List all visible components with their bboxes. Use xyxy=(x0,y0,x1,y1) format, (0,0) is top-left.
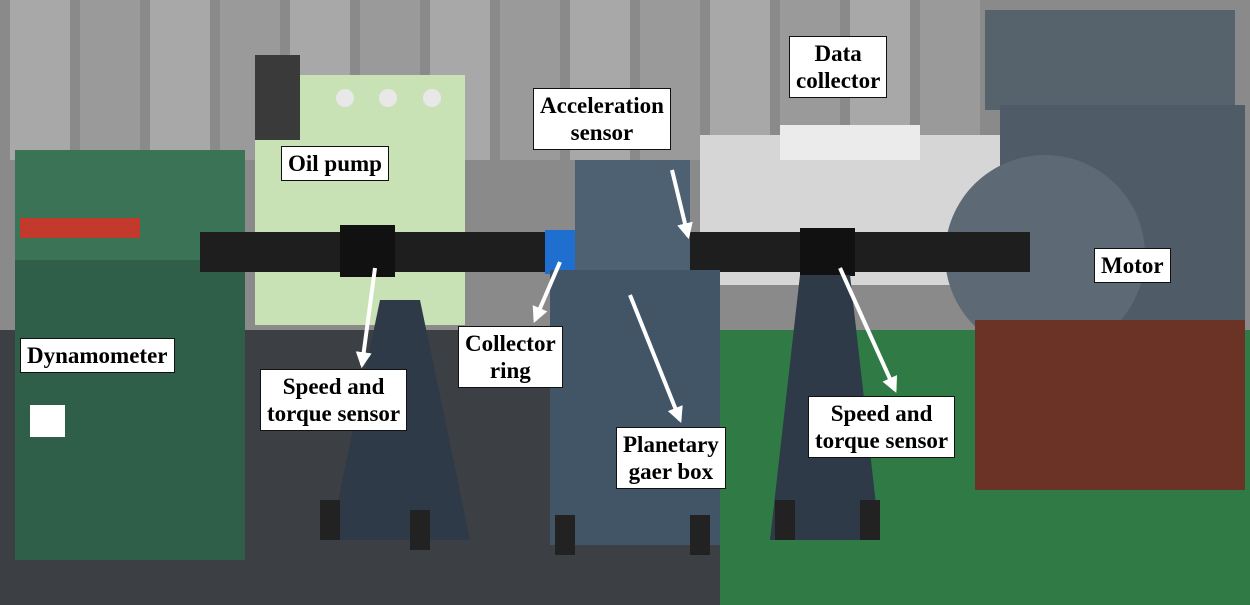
acceleration-sensor-label: Acceleration sensor xyxy=(533,88,671,150)
gearbox-housing xyxy=(575,160,690,280)
collector-ring-label: Collector ring xyxy=(458,326,563,388)
motor-base xyxy=(975,320,1245,490)
white-marker xyxy=(30,405,65,437)
motor-label: Motor xyxy=(1094,248,1171,283)
oil-pump-label: Oil pump xyxy=(281,146,389,181)
oil-pump-label-text: Oil pump xyxy=(288,151,382,176)
dynamometer-label: Dynamometer xyxy=(20,338,175,373)
planetary-gearbox-label-line1: Planetary xyxy=(623,432,719,457)
motor-terminal-box xyxy=(985,10,1235,110)
speed-torque-sensor-right-label-line1: Speed and xyxy=(830,401,933,426)
collector-ring-body xyxy=(545,230,575,274)
planetary-gearbox-label-line2: gaer box xyxy=(628,459,714,484)
data-collector-label: Data collector xyxy=(789,36,888,98)
acceleration-sensor-label-line2: sensor xyxy=(570,120,634,145)
dynamometer-label-text: Dynamometer xyxy=(27,343,168,368)
collector-ring-label-line2: ring xyxy=(489,358,531,383)
data-collector-label-line1: Data xyxy=(814,41,862,66)
acceleration-sensor-label-line1: Acceleration xyxy=(540,93,664,118)
speed-torque-sensor-right-label-line2: torque sensor xyxy=(815,428,949,453)
motor-label-text: Motor xyxy=(1101,253,1164,278)
gearbox-stand xyxy=(550,270,720,545)
speed-torque-sensor-left-label-line2: torque sensor xyxy=(267,401,401,426)
speed-torque-sensor-left-label-line1: Speed and xyxy=(282,374,385,399)
planetary-gearbox-label: Planetary gaer box xyxy=(616,427,726,489)
speed-torque-sensor-right-label: Speed and torque sensor xyxy=(808,396,956,458)
speed-torque-sensor-left-label: Speed and torque sensor xyxy=(260,369,408,431)
data-collector-label-line2: collector xyxy=(796,68,881,93)
collector-ring-label-line1: Collector xyxy=(465,331,556,356)
